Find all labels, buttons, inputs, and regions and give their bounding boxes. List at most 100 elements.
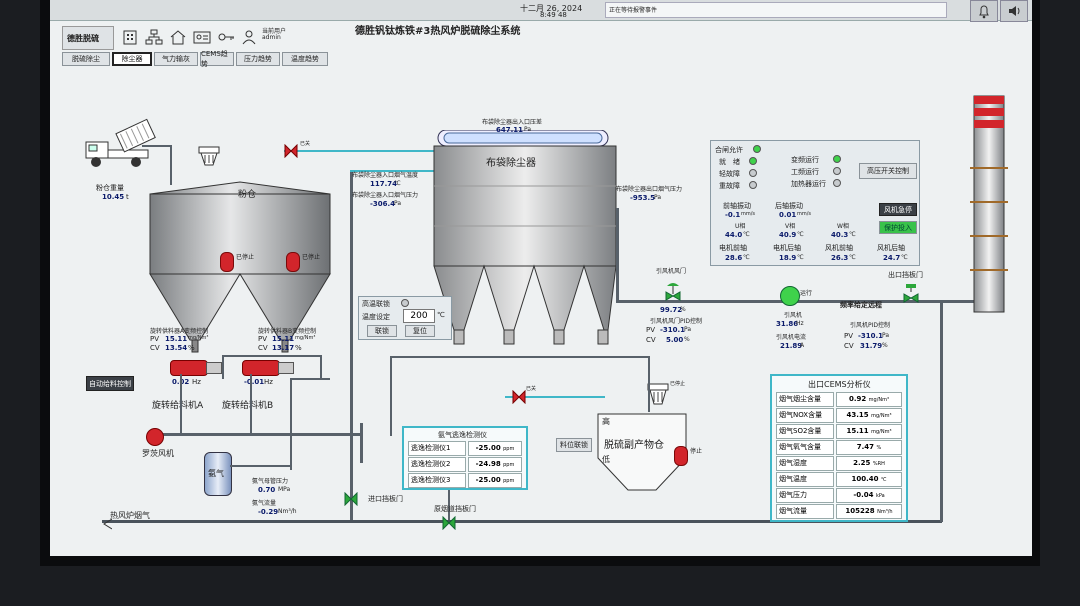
feeder-b-pv: 15.11 xyxy=(272,335,295,343)
fan-estop-button[interactable]: 风机急停 xyxy=(879,203,917,216)
level-interlock-button[interactable]: 料位联锁 xyxy=(556,438,592,452)
reset-button[interactable]: 复位 xyxy=(405,325,435,337)
status-label: 轻故障 xyxy=(719,170,740,178)
v-phase-value: 40.9 xyxy=(779,231,797,239)
inlet-duct xyxy=(350,170,353,520)
date-text: 十二月 26, 2024 xyxy=(520,4,583,13)
protect-enable-button[interactable]: 保护投入 xyxy=(879,221,917,234)
outlet-duct xyxy=(616,208,619,303)
inlet-damper-label: 进口挡板门 xyxy=(368,495,403,503)
ammonia-pressure-unit: MPa xyxy=(278,486,291,493)
user-icon[interactable] xyxy=(240,28,258,46)
feeder-b-pv-unit: mg/Nm³ xyxy=(295,335,316,341)
w-phase-unit: ℃ xyxy=(849,231,856,238)
pipe xyxy=(360,423,363,463)
w-phase-label: W相 xyxy=(837,223,849,230)
key-icon[interactable] xyxy=(216,28,236,46)
tab-0[interactable]: 脱硫除尘 xyxy=(62,52,110,66)
cv-label: CV xyxy=(646,336,656,344)
cyan-line xyxy=(505,396,605,398)
silo-vibrator-b[interactable] xyxy=(286,252,300,272)
network-icon[interactable] xyxy=(144,28,164,46)
id-fan-icon[interactable] xyxy=(780,286,800,306)
bell-icon[interactable] xyxy=(970,0,998,22)
ammonia-flow: -0.29 xyxy=(258,508,279,516)
interlock-button[interactable]: 联锁 xyxy=(367,325,397,337)
byproduct-vibrator[interactable] xyxy=(674,446,688,466)
ash-return-valve-icon[interactable] xyxy=(284,144,298,158)
pv-label: PV xyxy=(150,335,160,343)
user-label: 当前用户 xyxy=(262,28,287,35)
byproduct-vibrator-state: 停止 xyxy=(690,448,703,455)
cems-key: 烟气湿度 xyxy=(776,456,834,471)
bag-filter-icon xyxy=(195,143,223,169)
feeder-b-pid-label: 旋转供料器B变频控制 xyxy=(258,328,317,335)
inlet-press-value: -306.4 xyxy=(370,200,396,208)
feeder-a-cv-unit: % xyxy=(188,344,195,352)
freq-remote-label: 频率给定远程 xyxy=(840,301,882,309)
tab-5[interactable]: 温度趋势 xyxy=(282,52,328,66)
feeder-a-freq-unit: Hz xyxy=(192,378,201,386)
pipe xyxy=(222,355,224,379)
fan-vfd-pv-unit: Pa xyxy=(882,332,890,339)
status-lamp xyxy=(749,181,757,189)
tab-2[interactable]: 气力输灰 xyxy=(154,52,198,66)
feeder-b-freq: -0.01 xyxy=(244,378,265,386)
escape-row: 逃逸检测仪2-24.98 ppm xyxy=(408,457,522,472)
id-card-icon[interactable] xyxy=(192,28,212,46)
bypass-damper-icon[interactable] xyxy=(442,516,456,530)
status-label: 加热器运行 xyxy=(791,180,826,188)
ammonia-pressure: 0.70 xyxy=(258,486,276,494)
discharge-valve-icon[interactable] xyxy=(512,390,526,404)
escape-row: 逃逸检测仪3-25.00 ppm xyxy=(408,473,522,488)
feeder-a-pv: 15.11 xyxy=(165,335,188,343)
hv-switch-button[interactable]: 高压开关控制 xyxy=(859,163,917,179)
outlet-damper-icon[interactable] xyxy=(902,282,920,308)
bypass-duct xyxy=(448,470,450,520)
bin-low-label: 低 xyxy=(602,455,610,464)
fan-damper-value: 99.72 xyxy=(660,306,683,314)
ammonia-flow-label: 氨气流量 xyxy=(252,500,277,507)
pipe xyxy=(170,145,172,185)
feeder-b-cv: 13.17 xyxy=(272,344,295,352)
motor-rear-label: 电机后轴 xyxy=(773,244,801,252)
building-icon[interactable] xyxy=(120,28,140,46)
cems-value: 105228 Nm³/h xyxy=(836,504,902,519)
tab-4[interactable]: 压力趋势 xyxy=(236,52,280,66)
speaker-icon[interactable] xyxy=(1000,0,1028,22)
inlet-damper-icon[interactable] xyxy=(344,492,358,506)
auto-feed-control-button[interactable]: 自动给料控制 xyxy=(86,376,134,391)
dump-truck-icon xyxy=(80,118,170,173)
byproduct-bin xyxy=(596,412,688,492)
ash-return-valve-state: 已关 xyxy=(300,141,311,147)
outlet-press-label: 布袋除尘器出口烟气压力 xyxy=(616,186,683,193)
pipe xyxy=(290,378,330,380)
silo-vibrator-a[interactable] xyxy=(220,252,234,272)
fan-freq-unit: Hz xyxy=(796,320,804,327)
ash-weight-value: 10.45 xyxy=(102,193,125,201)
motor-front-unit: ℃ xyxy=(743,254,750,261)
rotary-feeder-a[interactable] xyxy=(170,360,208,376)
tab-3[interactable]: CEMS趋势 xyxy=(200,50,234,68)
cems-key: 烟气SO2含量 xyxy=(776,424,834,439)
roots-fan-icon[interactable] xyxy=(146,428,164,446)
rear-vib-label: 后轴振动 xyxy=(775,202,803,210)
feeder-b-freq-unit: Hz xyxy=(264,378,273,386)
pipe xyxy=(180,374,182,434)
fan-rear-value: 24.7 xyxy=(883,254,901,262)
home-icon[interactable] xyxy=(168,28,188,46)
alarm-banner[interactable]: 正在等待报警事件 xyxy=(605,2,947,18)
rotary-feeder-b[interactable] xyxy=(242,360,280,376)
fan-damper-pv: -310.1 xyxy=(660,326,686,334)
fan-damper-icon[interactable] xyxy=(664,280,682,306)
tab-1[interactable]: 除尘器 xyxy=(112,52,152,66)
temp-setpoint-input[interactable]: 200 xyxy=(403,309,435,323)
status-label: 就 绪 xyxy=(719,158,740,166)
baghouse-label: 布袋除尘器 xyxy=(486,158,536,169)
feeder-a-pid-label: 旋转供料器A变频控制 xyxy=(150,328,209,335)
escape-value: -25.00 ppm xyxy=(468,473,522,488)
monitor-bezel: 十二月 26, 2024 8:49 48 正在等待报警事件 德胜脱硫 当前用户 … xyxy=(40,0,1040,566)
